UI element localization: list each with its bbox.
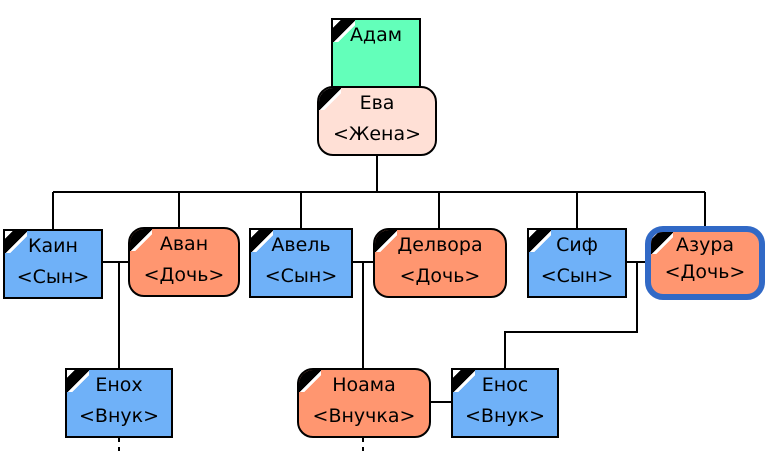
corner-marker-icon [251,230,273,252]
node-name: Енос [481,374,529,396]
node-avan[interactable]: Аван <Дочь> [128,227,240,297]
corner-marker-icon [333,20,355,42]
node-role: <Сын> [16,266,90,288]
node-avel[interactable]: Авель <Сын> [249,228,353,298]
corner-marker-icon [651,232,673,254]
node-name: Ноама [332,374,396,396]
node-azura-selected[interactable]: Азура <Дочь> [645,226,765,300]
corner-marker-icon [453,370,475,392]
node-name: Сиф [556,234,598,256]
node-role: <Сын> [264,265,338,287]
node-name: Адам [349,24,403,46]
node-name: Делвора [397,234,483,256]
corner-marker-icon [130,229,152,251]
node-role: <Внук> [464,405,546,427]
corner-marker-icon [319,88,341,110]
node-name: Ева [359,92,395,114]
node-name: Аван [159,233,209,255]
node-role: <Внучка> [312,405,416,427]
node-name: Енох [95,374,143,396]
corner-marker-icon [299,370,321,392]
node-enos[interactable]: Енос <Внук> [451,368,559,438]
corner-marker-icon [5,231,27,253]
node-name: Каин [28,235,78,257]
node-role: <Дочь> [399,265,481,287]
node-role: <Жена> [332,123,422,145]
node-name: Авель [271,234,331,256]
node-adam[interactable]: Адам [331,18,421,88]
node-name: Азура [675,234,735,256]
node-enoh[interactable]: Енох <Внук> [65,368,173,438]
node-role: <Внук> [78,405,160,427]
node-kain[interactable]: Каин <Сын> [3,229,103,299]
node-role: <Дочь> [664,261,746,283]
node-sif[interactable]: Сиф <Сын> [527,228,627,298]
node-role: <Сын> [540,265,614,287]
node-eva[interactable]: Ева <Жена> [317,86,437,156]
link [504,262,638,368]
node-delvora[interactable]: Делвора <Дочь> [373,228,507,298]
node-role: <Дочь> [143,264,225,286]
corner-marker-icon [529,230,551,252]
node-noama[interactable]: Ноама <Внучка> [297,368,431,438]
corner-marker-icon [375,230,397,252]
corner-marker-icon [67,370,89,392]
